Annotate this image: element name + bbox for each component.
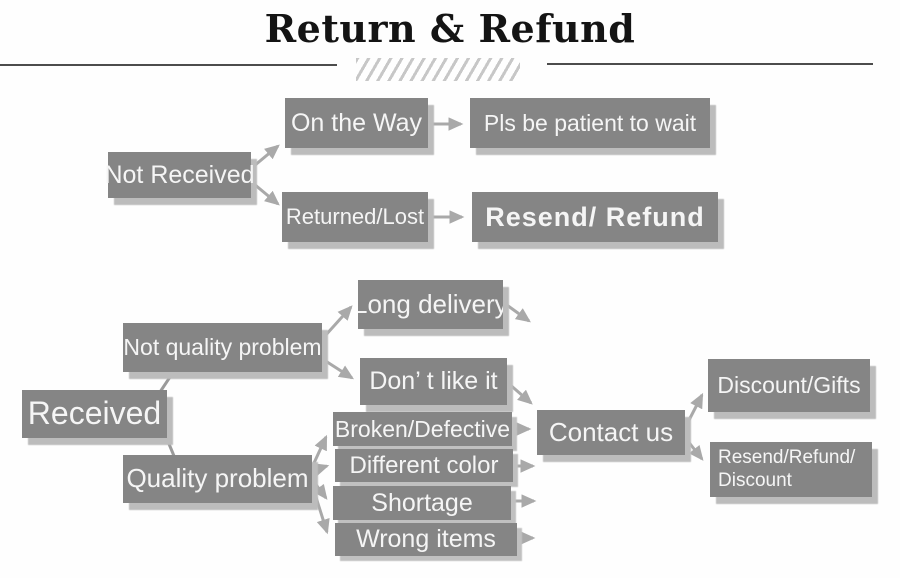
node-dont-like-it: Don’ t like it xyxy=(360,358,507,405)
node-label: Shortage xyxy=(371,488,473,517)
hatch-decoration xyxy=(356,58,520,81)
edge-not-received-on-the-way xyxy=(253,144,280,168)
node-label: Contact us xyxy=(548,416,674,447)
edge-not-received-returned-lost xyxy=(253,182,280,206)
node-broken-defective: Broken/Defective xyxy=(333,412,512,446)
node-pls-be-patient-to-wait: Pls be patient to wait xyxy=(470,98,710,148)
node-not-received: Not Received xyxy=(104,152,255,198)
node-label: Broken/Defective xyxy=(334,415,511,442)
node-label: Don’ t like it xyxy=(369,367,498,396)
node-label: On the Way xyxy=(290,108,423,137)
edge-contact-us-resend-discount xyxy=(685,439,704,461)
edge-long-delivery-out xyxy=(503,301,531,323)
node-label: Received xyxy=(27,395,162,432)
node-label: Quality problem xyxy=(126,463,309,494)
node-label: Different color xyxy=(349,451,499,479)
node-label: Not quality problem xyxy=(123,334,322,361)
edge-qp-shortage xyxy=(312,481,328,500)
node-label: Returned/Lost xyxy=(285,204,425,230)
node-different-color: Different color xyxy=(335,449,513,482)
divider-rule-left xyxy=(0,64,337,66)
node-resend-refund-discount: Resend/Refund/ Discount xyxy=(710,442,872,497)
node-discount-gifts: Discount/Gifts xyxy=(708,359,870,412)
node-label: Long delivery xyxy=(358,288,503,319)
edge-nqp-long-delivery xyxy=(322,305,353,339)
node-long-delivery: Long delivery xyxy=(358,280,503,329)
node-label: Pls be patient to wait xyxy=(483,109,697,136)
node-label: Resend/ Refund xyxy=(485,201,705,232)
node-label: Discount/Gifts xyxy=(717,372,861,399)
edge-qp-broken-defective xyxy=(312,434,328,464)
node-received: Received xyxy=(22,390,167,438)
page-title: Return & Refund xyxy=(264,6,636,51)
node-quality-problem: Quality problem xyxy=(123,455,312,503)
edge-nqp-dont-like-it xyxy=(323,358,355,380)
node-wrong-items: Wrong items xyxy=(335,523,517,556)
node-label: Wrong items xyxy=(356,525,496,554)
node-not-quality-problem: Not quality problem xyxy=(123,323,322,372)
node-label: Not Received xyxy=(104,160,255,189)
node-label-line2: Discount xyxy=(718,469,792,491)
node-contact-us: Contact us xyxy=(537,410,685,455)
node-resend-refund: Resend/ Refund xyxy=(472,192,718,242)
node-shortage: Shortage xyxy=(333,486,511,520)
edge-contact-us-discount-gifts xyxy=(685,392,704,425)
edge-dont-like-it-out xyxy=(507,381,533,405)
edge-qp-wrong-items xyxy=(312,490,330,535)
node-label-line1: Resend/Refund/ xyxy=(718,447,856,469)
node-on-the-way: On the Way xyxy=(285,98,428,148)
edge-qp-different-color xyxy=(312,463,330,477)
divider-rule-right xyxy=(547,63,873,65)
node-returned-lost: Returned/Lost xyxy=(282,192,428,242)
